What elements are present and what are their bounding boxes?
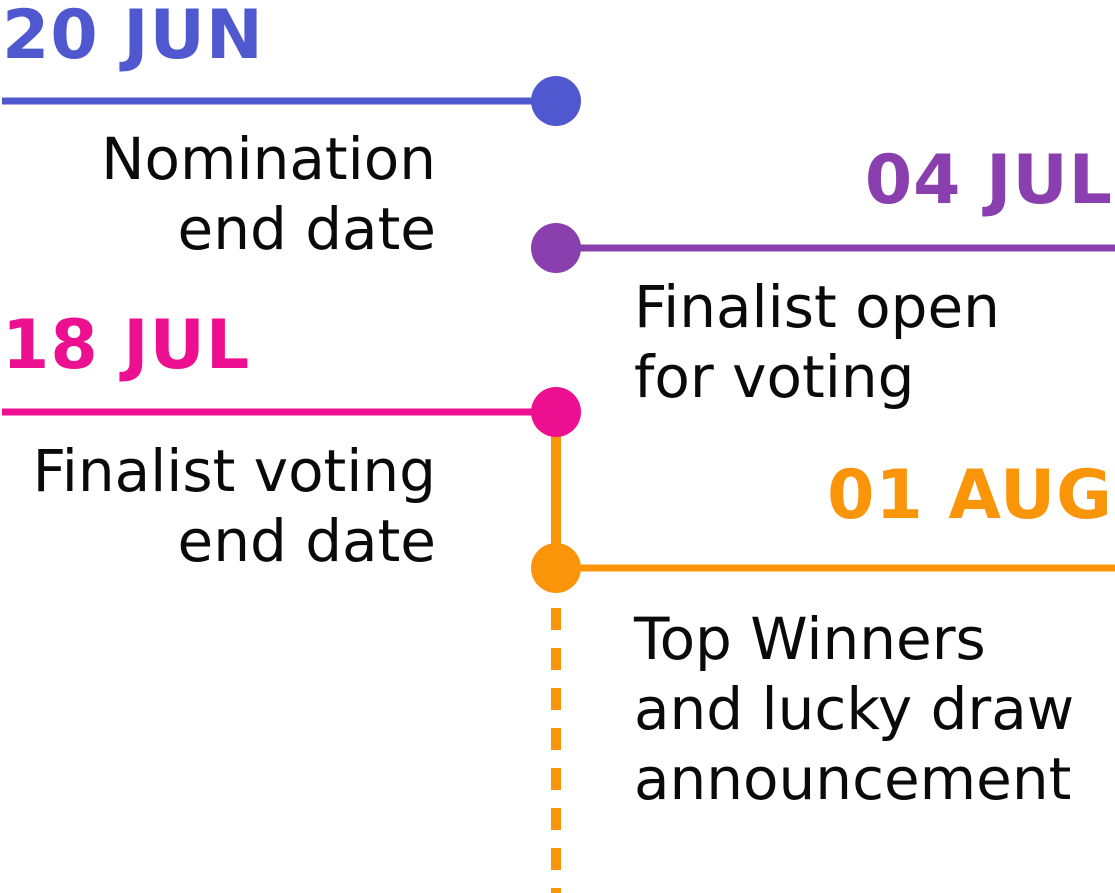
description-line: Nomination bbox=[101, 125, 436, 193]
description-line: Finalist open bbox=[634, 273, 1000, 341]
milestone-date-01-aug: 01 AUG bbox=[827, 456, 1113, 535]
description-line: Finalist voting bbox=[32, 437, 436, 505]
milestone-dot-01-aug bbox=[531, 543, 581, 593]
milestone-description-finalist-voting-end: Finalist voting end date bbox=[33, 436, 436, 576]
description-line: and lucky draw bbox=[634, 675, 1075, 743]
description-line: end date bbox=[177, 507, 436, 575]
milestone-date-18-jul: 18 JUL bbox=[2, 306, 251, 385]
milestone-dot-18-jul bbox=[531, 387, 581, 437]
description-line: Top Winners bbox=[634, 605, 986, 673]
milestone-dot-04-jul bbox=[531, 223, 581, 273]
milestone-description-finalist-open: Finalist open for voting bbox=[634, 272, 1000, 412]
milestone-description-nomination: Nomination end date bbox=[101, 124, 436, 264]
milestone-dot-20-jun bbox=[531, 76, 581, 126]
milestone-description-winners-announcement: Top Winners and lucky draw announcement bbox=[634, 604, 1074, 814]
milestone-date-20-jun: 20 JUN bbox=[2, 0, 264, 75]
milestone-date-04-jul: 04 JUL bbox=[864, 141, 1113, 220]
description-line: for voting bbox=[634, 343, 915, 411]
description-line: announcement bbox=[634, 745, 1072, 813]
description-line: end date bbox=[177, 195, 436, 263]
